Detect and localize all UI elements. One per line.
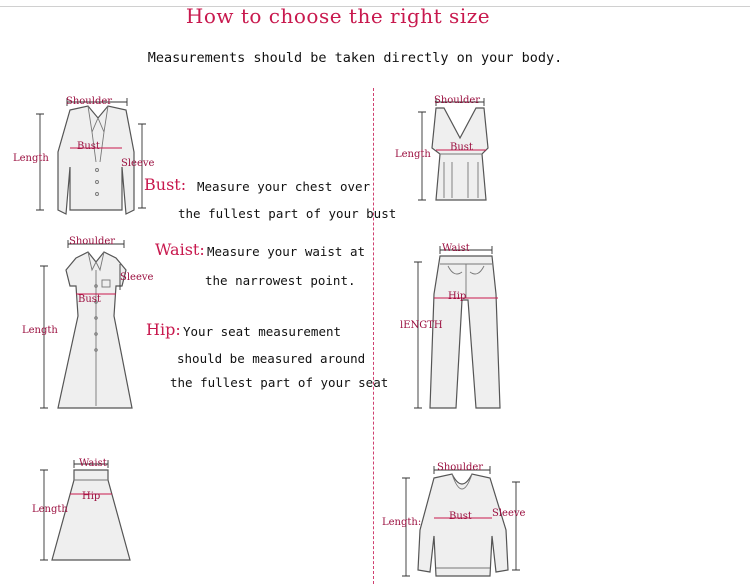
hip-term: Hip: xyxy=(146,320,181,339)
bust-desc-line2: the fullest part of your bust xyxy=(178,206,397,221)
dress-sleeve-label: Sleeve xyxy=(120,272,154,283)
dress-illustration xyxy=(40,240,133,409)
blazer-sleeve-label: Sleeve xyxy=(121,158,155,169)
bust-desc-line1: Measure your chest over xyxy=(197,179,371,194)
skirt-hip-label: Hip xyxy=(82,491,101,502)
pants-waist-label: Waist xyxy=(442,243,470,254)
pants-length-label: lENGTH xyxy=(400,320,443,331)
tank-shoulder-label: Shoulder xyxy=(434,95,481,106)
waist-desc-line2: the narrowest point. xyxy=(205,273,356,288)
page-title: How to choose the right size xyxy=(185,4,491,28)
tank-illustration xyxy=(418,98,489,201)
blazer-bust-label: Bust xyxy=(77,141,100,152)
blazer-shoulder-label: Shoulder xyxy=(66,96,113,107)
sweater-length-label: Length: xyxy=(382,517,422,528)
page-subtitle: Measurements should be taken directly on… xyxy=(147,50,563,66)
hip-desc-line2: should be measured around xyxy=(177,351,366,366)
waist-desc-line1: Measure your waist at xyxy=(207,244,366,259)
pants-illustration xyxy=(414,246,501,409)
center-divider xyxy=(373,88,374,584)
dress-bust-label: Bust xyxy=(78,294,101,305)
sweater-sleeve-label: Sleeve xyxy=(492,508,526,519)
sweater-bust-label: Bust xyxy=(449,511,472,522)
skirt-length-label: Length xyxy=(32,504,68,515)
skirt-illustration xyxy=(40,460,131,561)
dress-length-label: Length xyxy=(22,325,58,336)
sweater-illustration xyxy=(402,466,520,577)
blazer-length-label: Length xyxy=(13,153,49,164)
skirt-waist-label: Waist xyxy=(79,458,107,469)
tank-length-label: Length xyxy=(395,149,431,160)
tank-bust-label: Bust xyxy=(450,142,473,153)
bust-term: Bust: xyxy=(144,175,187,194)
hip-desc-line3: the fullest part of your seat xyxy=(170,375,389,390)
top-rule xyxy=(0,6,750,7)
hip-desc-line1: Your seat measurement xyxy=(183,324,342,339)
dress-shoulder-label: Shoulder xyxy=(69,236,116,247)
pants-hip-label: Hip xyxy=(448,291,467,302)
sweater-shoulder-label: Shoulder xyxy=(437,462,484,473)
waist-term: Waist: xyxy=(155,240,205,259)
blazer-illustration xyxy=(36,98,146,215)
